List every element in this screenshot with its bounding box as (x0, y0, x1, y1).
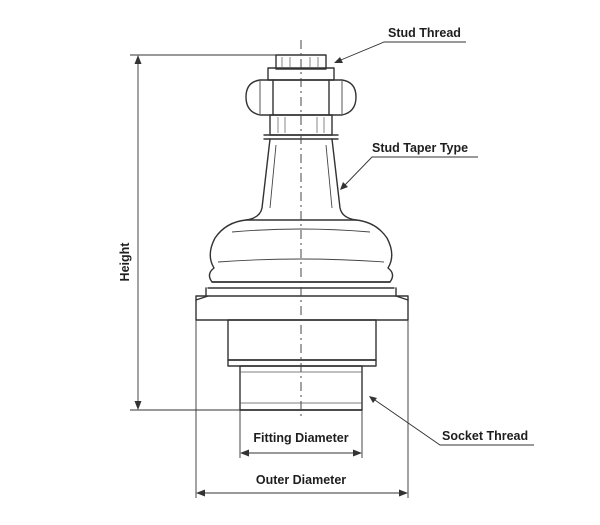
height-dimension (130, 54, 276, 411)
socket-thread-label: Socket Thread (442, 429, 528, 443)
fitting-diameter-label: Fitting Diameter (253, 431, 348, 445)
socket-thread-leader (369, 396, 534, 446)
housing-flange (195, 287, 409, 321)
stud-taper-type-label: Stud Taper Type (372, 141, 468, 155)
outer-diameter-dimension (195, 320, 409, 498)
height-label: Height (118, 242, 132, 282)
fitting-diameter-dimension (239, 410, 363, 458)
stud-thread-label: Stud Thread (388, 26, 461, 40)
hex-nut (245, 79, 357, 116)
stud-thread-leader (334, 41, 466, 63)
outer-diameter-label: Outer Diameter (256, 473, 346, 487)
socket-body (227, 319, 377, 411)
stud-taper-type-leader (340, 156, 478, 190)
